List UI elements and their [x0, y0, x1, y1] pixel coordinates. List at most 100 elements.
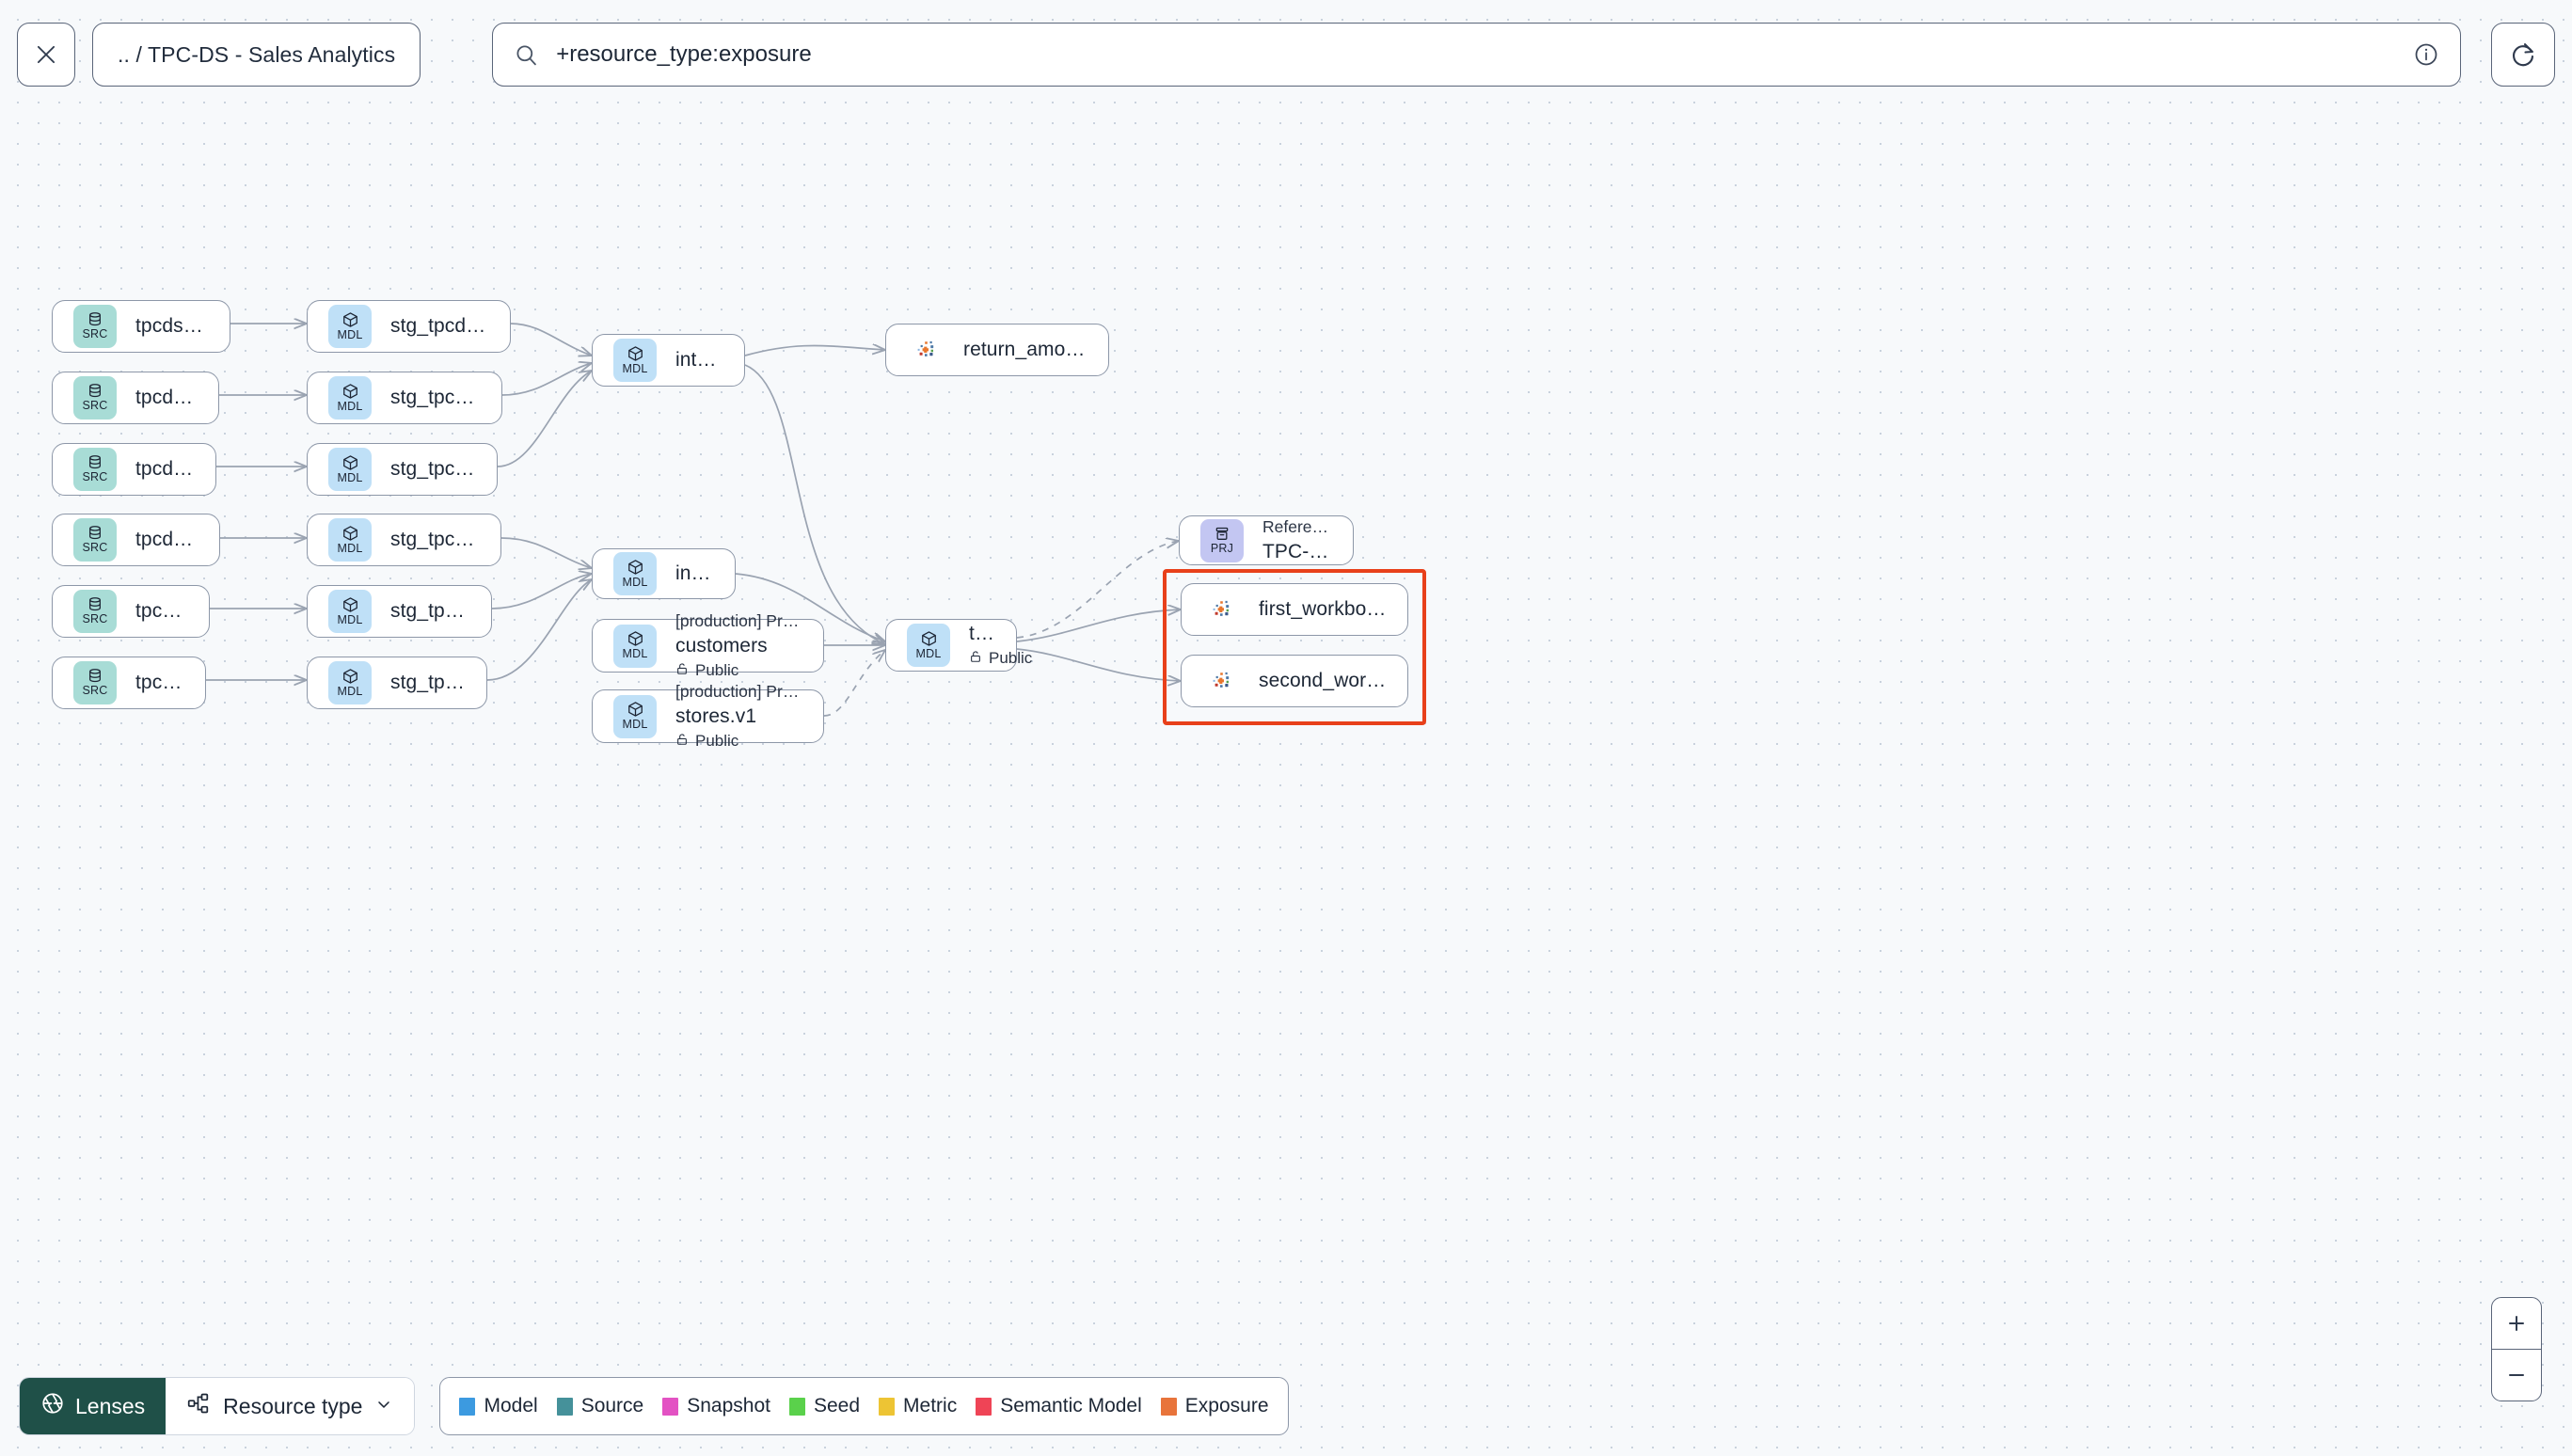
legend-item-snapshot[interactable]: Snapshot: [662, 1395, 770, 1417]
source-badge: SRC: [73, 518, 117, 562]
tableau-icon: [907, 331, 945, 369]
graph-node-exposure[interactable]: first_workbook_attached_to_tpc-ds_-_…: [1181, 583, 1408, 636]
aperture-icon: [40, 1391, 65, 1421]
legend-swatch: [459, 1397, 476, 1416]
graph-node-source[interactable]: SRC tpcds_core.catalog_returns: [52, 300, 230, 353]
cube-icon: [920, 630, 938, 647]
cube-icon: [341, 668, 359, 685]
cube-icon: [341, 311, 359, 328]
legend-item-exposure[interactable]: Exposure: [1160, 1395, 1269, 1417]
graph-node-project[interactable]: PRJ Referenced by TPC-DS - Core Data Mod…: [1179, 515, 1354, 565]
cube-icon: [627, 630, 644, 647]
graph-node-model[interactable]: MDL stg_tpcds_core__catalog_returns: [307, 300, 511, 353]
info-icon[interactable]: [2413, 41, 2439, 68]
top-toolbar: .. / TPC-DS - Sales Analytics +resource_…: [0, 0, 2572, 109]
legend-item-source[interactable]: Source: [556, 1395, 644, 1417]
cube-icon: [341, 596, 359, 613]
model-badge-label: MDL: [337, 327, 363, 341]
graph-node-model[interactable]: MDL stg_tpcds_core__catalog_sales: [307, 514, 501, 566]
model-badge-label: MDL: [915, 646, 942, 660]
node-title: tpcds_core.web_returns: [135, 458, 195, 480]
database-icon: [87, 596, 103, 612]
model-badge-label: MDL: [622, 647, 648, 661]
graph-node-exposure[interactable]: second_workbook_connected_to_live…: [1181, 655, 1408, 707]
model-badge: MDL: [328, 590, 372, 633]
refresh-button[interactable]: [2491, 23, 2555, 87]
graph-node-source[interactable]: SRC tpcds_core.web_returns: [52, 443, 216, 496]
legend-item-model[interactable]: Model: [459, 1395, 538, 1417]
search-bar[interactable]: +resource_type:exposure: [492, 23, 2461, 87]
resource-type-dropdown[interactable]: Resource type: [166, 1378, 415, 1434]
node-access-badge: Public: [675, 661, 802, 681]
graph-node-source[interactable]: SRC tpcds_core.catalog_sales: [52, 514, 220, 566]
project-badge: PRJ: [1200, 518, 1244, 562]
model-badge-label: MDL: [337, 470, 363, 484]
graph-node-source[interactable]: SRC tpcds_core.store_returns: [52, 372, 219, 424]
node-title: tpcds_core.store_returns: [135, 387, 198, 408]
node-project-label: [production] Project: TPC-DS - Core Data…: [675, 681, 802, 701]
graph-node-model[interactable]: MDL [production] Project: TPC-DS - Core …: [592, 611, 824, 679]
search-input[interactable]: +resource_type:exposure: [556, 41, 812, 67]
lenses-button[interactable]: Lenses: [20, 1378, 167, 1434]
graph-node-model[interactable]: MDL stg_tpcds_core__web_returns: [307, 443, 498, 496]
lenses-group: Lenses Resource type: [19, 1377, 416, 1435]
graph-node-source[interactable]: SRC tpcds_core.store_sales: [52, 585, 210, 638]
legend-label: Source: [580, 1395, 644, 1416]
model-badge: MDL: [328, 448, 372, 491]
model-badge-label: MDL: [622, 575, 648, 589]
node-access-label: Public: [989, 649, 1033, 667]
project-badge-label: PRJ: [1210, 541, 1234, 555]
model-badge: MDL: [613, 552, 657, 595]
tableau-icon: [1202, 591, 1240, 628]
graph-node-model[interactable]: MDL stg_tpcds_core__web_sales: [307, 657, 487, 709]
model-badge: MDL: [328, 518, 372, 562]
node-project-label: [production] Project: TPC-DS - Core Data…: [675, 610, 802, 630]
unlock-icon: [675, 732, 689, 752]
source-badge-label: SRC: [82, 541, 108, 555]
zoom-out-button[interactable]: [2492, 1350, 2541, 1401]
legend-item-semantic-model[interactable]: Semantic Model: [976, 1395, 1142, 1417]
legend-swatch: [788, 1397, 805, 1416]
graph-node-model[interactable]: MDL stg_tpcds_core__store_returns: [307, 372, 502, 424]
node-access-badge: Public: [969, 649, 1032, 669]
node-title: stg_tpcds_core__catalog_returns: [390, 315, 489, 337]
source-badge: SRC: [73, 305, 117, 348]
node-title: stg_tpcds_core__catalog_sales: [390, 529, 480, 550]
exposure-highlight-frame: [1163, 569, 1426, 725]
legend-label: Snapshot: [687, 1395, 770, 1416]
node-title: stg_tpcds_core__store_returns: [390, 387, 481, 408]
model-badge: MDL: [328, 661, 372, 704]
cube-icon: [341, 525, 359, 542]
close-icon: [34, 42, 58, 67]
legend-swatch: [556, 1397, 573, 1416]
refresh-icon: [2509, 40, 2537, 69]
legend-label: Seed: [813, 1395, 861, 1416]
zoom-in-button[interactable]: [2492, 1298, 2541, 1349]
graph-node-metric[interactable]: return_amounts_by_transaction_type: [885, 324, 1109, 376]
node-access-badge: Public: [675, 732, 802, 752]
cube-icon: [627, 345, 644, 362]
graph-node-model[interactable]: MDL [production] Project: TPC-DS - Core …: [592, 682, 824, 750]
legend-swatch: [662, 1397, 679, 1416]
graph-node-source[interactable]: SRC tpcds_core.web_sales: [52, 657, 206, 709]
source-badge-label: SRC: [82, 399, 108, 413]
bottom-toolbar: Lenses Resource type: [19, 1377, 1289, 1435]
graph-node-model[interactable]: MDL stg_tpcds_core__store_sales: [307, 585, 492, 638]
node-access-label: Public: [695, 661, 739, 679]
close-button[interactable]: [17, 23, 75, 87]
cube-icon: [341, 454, 359, 471]
graph-node-model[interactable]: MDL transactions Public: [885, 619, 1032, 672]
unlock-icon: [675, 661, 689, 681]
legend-item-metric[interactable]: Metric: [879, 1395, 957, 1417]
graph-node-model[interactable]: MDL int_returns__unioned: [592, 334, 745, 387]
node-title: stg_tpcds_core__web_returns: [390, 458, 476, 480]
graph-canvas[interactable]: SRC tpcds_core.catalog_returns SRC tpcds…: [0, 109, 2572, 1456]
model-badge: MDL: [613, 694, 657, 738]
legend-item-seed[interactable]: Seed: [788, 1395, 861, 1417]
breadcrumb[interactable]: .. / TPC-DS - Sales Analytics: [92, 23, 421, 87]
graph-node-model[interactable]: MDL int_sales__unioned: [592, 548, 736, 599]
node-title: int_sales__unioned: [675, 562, 714, 584]
source-badge: SRC: [73, 376, 117, 419]
node-title: transactions: [969, 622, 995, 644]
